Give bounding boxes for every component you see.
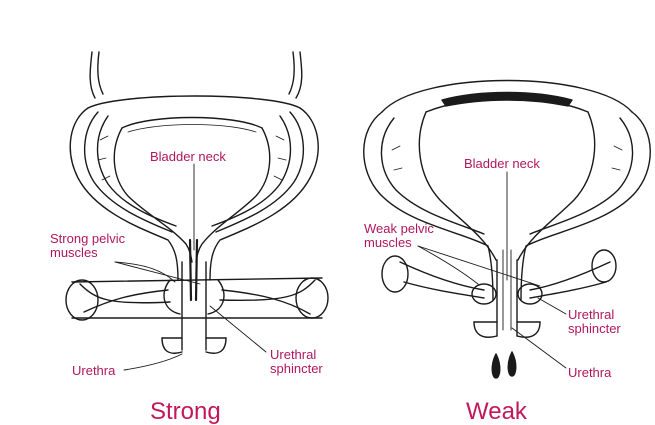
strong-pelvic-muscles-label-line1: Strong pelvic [50, 232, 125, 246]
strong-bladder-illustration [66, 52, 328, 353]
strong-pelvic-muscles-label-line2: muscles [50, 246, 98, 260]
weak-caption: Weak [466, 398, 527, 425]
strong-urethral-sphincter-label-line2: sphincter [270, 362, 323, 376]
strong-urethra-label: Urethra [72, 364, 115, 378]
weak-pelvic-muscles-label-line1: Weak pelvic [364, 222, 434, 236]
weak-pelvic-muscles-label-line2: muscles [364, 236, 412, 250]
weak-urethral-sphincter-label-line2: sphincter [568, 322, 621, 336]
strong-bladder-neck-label: Bladder neck [150, 150, 226, 164]
strong-urethral-sphincter-label-line1: Urethral [270, 348, 316, 362]
weak-urethra-label: Urethra [568, 366, 611, 380]
weak-urethral-sphincter-label-line1: Urethral [568, 308, 614, 322]
weak-bladder-neck-label: Bladder neck [464, 157, 540, 171]
strong-caption: Strong [150, 398, 221, 425]
